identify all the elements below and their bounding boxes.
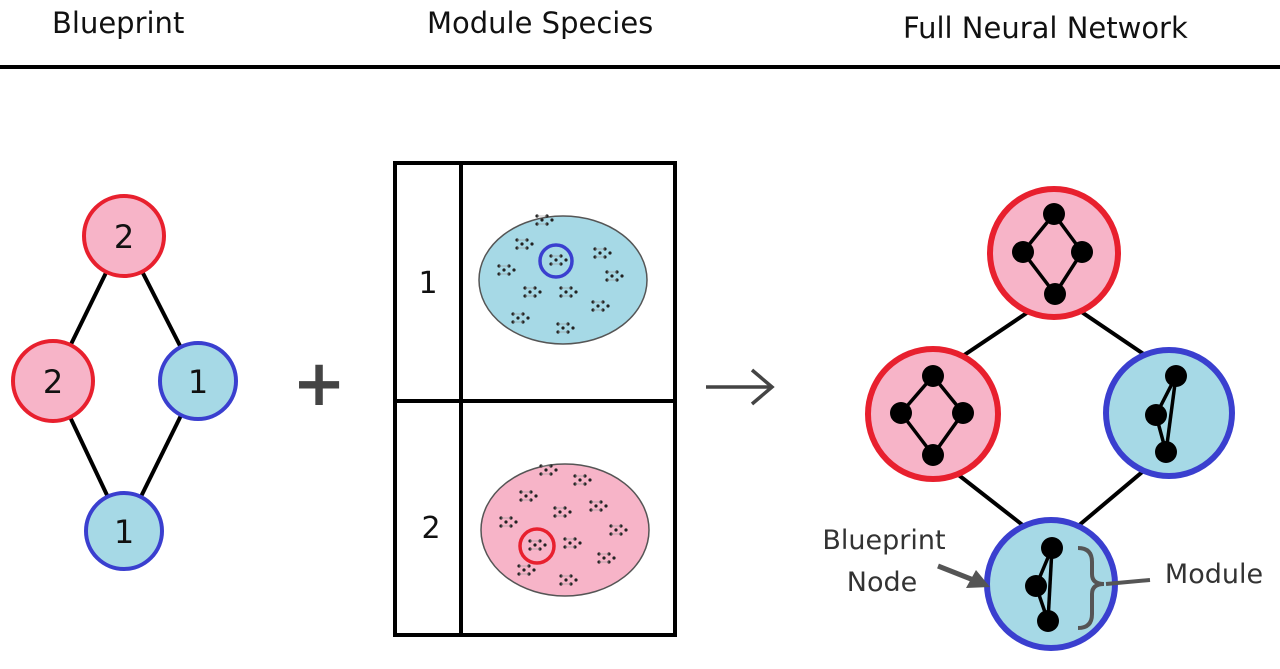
blueprint-node-left: 2 xyxy=(11,339,95,423)
annotation-module-label: Module xyxy=(1165,559,1263,590)
right-arrow-icon xyxy=(706,368,775,406)
blueprint-node-top: 2 xyxy=(82,194,166,278)
node-label: 2 xyxy=(114,218,134,256)
species-row-label: 2 xyxy=(421,511,440,546)
header-blueprint: Blueprint xyxy=(52,6,185,40)
node-label: 1 xyxy=(188,363,208,401)
selected-module-ring xyxy=(518,527,556,565)
node-label: 2 xyxy=(43,363,63,401)
selected-module-ring xyxy=(538,243,574,279)
pointer-arrow-icon xyxy=(966,570,990,588)
species-2-population xyxy=(480,463,650,597)
plus-icon: + xyxy=(292,347,346,421)
node-label: 1 xyxy=(114,513,134,551)
blueprint-graph: 2 2 1 1 xyxy=(11,194,238,571)
module-species-table: 1 2 xyxy=(393,161,677,637)
network-module-top xyxy=(987,186,1121,320)
full-neural-network xyxy=(865,186,1235,651)
annotation-blueprint-node-line2: Node xyxy=(847,567,917,598)
brace-icon xyxy=(1077,546,1105,630)
species-row-label: 1 xyxy=(418,266,437,301)
annotation-blueprint-node-line1: Blueprint xyxy=(822,525,945,556)
blueprint-node-right: 1 xyxy=(158,341,238,421)
header-module-species: Module Species xyxy=(427,6,654,40)
network-module-right xyxy=(1103,347,1235,479)
annotation-module: Module xyxy=(1077,546,1263,630)
species-1-population xyxy=(478,214,648,345)
header-divider xyxy=(0,65,1280,69)
blueprint-node-bottom: 1 xyxy=(84,491,164,571)
network-module-left xyxy=(865,346,1001,482)
header-full-neural-network: Full Neural Network xyxy=(903,11,1188,45)
annotation-blueprint-node: Blueprint Node xyxy=(822,525,990,598)
